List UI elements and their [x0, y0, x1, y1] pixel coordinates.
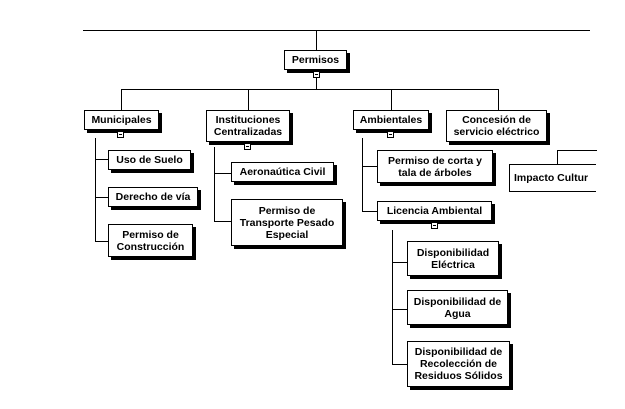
connector-concesion [498, 89, 499, 110]
connector-licencia [362, 211, 377, 212]
node-permiso-corta-tala[interactable]: Permiso de corta y tala de árboles [377, 150, 493, 183]
connector-permiso-construccion [95, 241, 108, 242]
collapse-toggle-instituciones[interactable] [244, 143, 251, 150]
connector-residuos [392, 364, 407, 365]
connector-municipales-trunk [95, 138, 96, 242]
node-disponibilidad-residuos[interactable]: Disponibilidad de Recolección de Residuo… [407, 341, 510, 387]
connector-level1 [121, 89, 498, 90]
connector-ambientales-trunk [362, 138, 363, 212]
node-permiso-de-construccion[interactable]: Permiso de Construcción [108, 224, 193, 257]
connector-municipales [121, 89, 122, 110]
connector-corta [362, 166, 377, 167]
node-impacto-cultural[interactable]: Impacto Cultur [509, 164, 596, 192]
connector-aeronautica [214, 173, 231, 174]
node-uso-de-suelo[interactable]: Uso de Suelo [108, 150, 191, 170]
node-concesion[interactable]: Concesión de servicio eléctrico [446, 110, 547, 142]
connector-derecho-via [95, 197, 108, 198]
connector-ambientales [391, 89, 392, 110]
connector-instituciones [248, 89, 249, 110]
node-permiso-transporte-pesado[interactable]: Permiso de Transporte Pesado Especial [231, 199, 343, 246]
node-municipales[interactable]: Municipales [84, 110, 159, 130]
collapse-toggle-ambientales[interactable] [387, 131, 394, 138]
connector-licencia-trunk [392, 230, 393, 365]
collapse-toggle-licencia[interactable] [431, 222, 438, 229]
connector-electrica [392, 262, 407, 263]
node-derecho-de-via[interactable]: Derecho de vía [108, 187, 198, 207]
connector-impacto-top [557, 150, 597, 151]
connector-top [83, 30, 590, 31]
connector-transporte [214, 221, 231, 222]
node-disponibilidad-electrica[interactable]: Disponibilidad Eléctrica [407, 241, 499, 276]
connector-instituciones-trunk [214, 147, 215, 222]
connector-uso-suelo [95, 159, 108, 160]
node-licencia-ambiental[interactable]: Licencia Ambiental [377, 201, 492, 221]
connector-agua [392, 309, 407, 310]
node-disponibilidad-agua[interactable]: Disponibilidad de Agua [407, 290, 508, 325]
connector-impacto [557, 150, 558, 164]
connector-root-down [316, 76, 317, 89]
node-ambientales[interactable]: Ambientales [353, 110, 429, 130]
node-permisos[interactable]: Permisos [284, 50, 347, 70]
node-instituciones-centralizadas[interactable]: Instituciones Centralizadas [206, 110, 290, 142]
collapse-toggle-municipales[interactable] [117, 131, 124, 138]
collapse-toggle-permisos[interactable] [313, 71, 320, 78]
node-aeronautica-civil[interactable]: Aeronaútica Civil [231, 162, 334, 182]
connector-root-up [316, 30, 317, 50]
